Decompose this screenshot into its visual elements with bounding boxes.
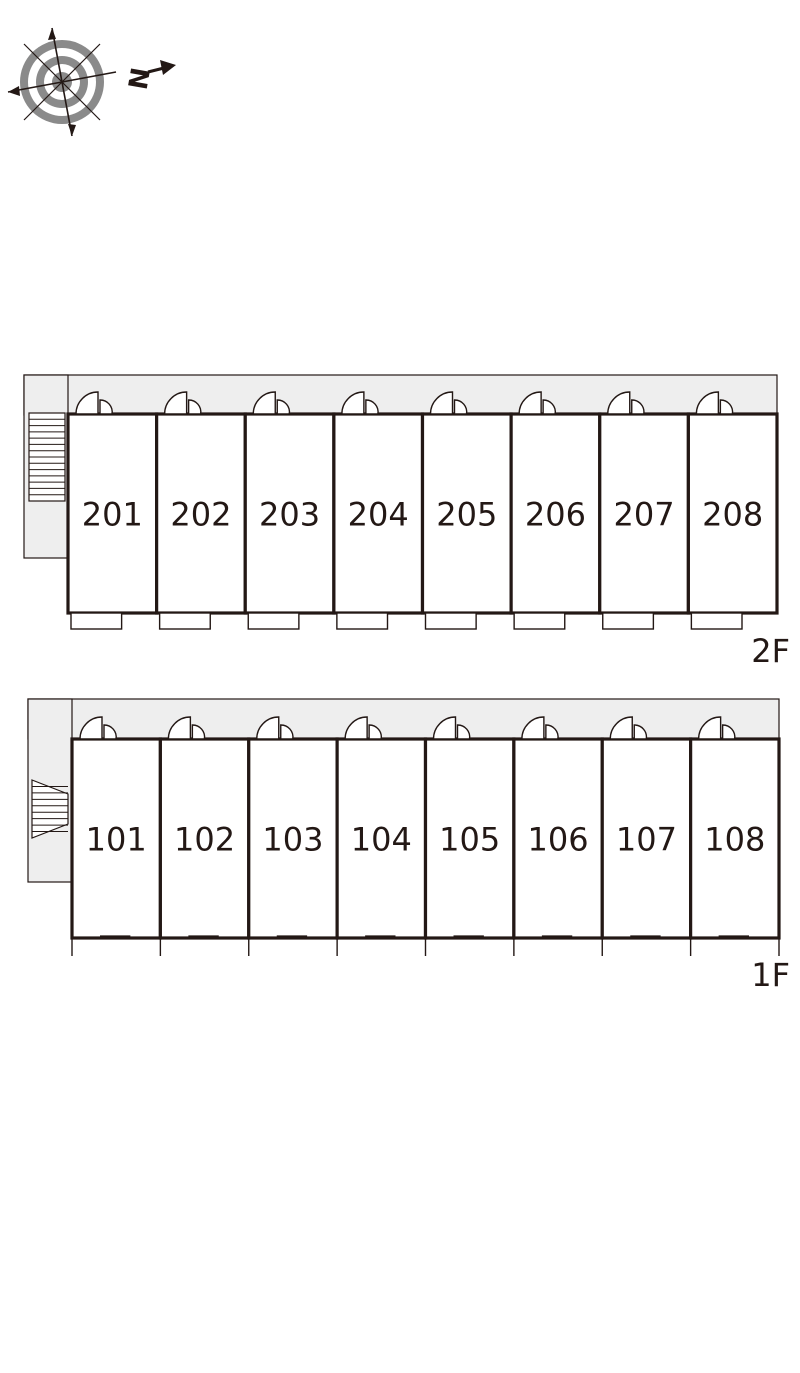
balcony (424, 612, 477, 630)
entrance-door-icon (432, 716, 471, 740)
unit-wall (689, 737, 781, 940)
unit-label: 207 (614, 496, 675, 534)
unit-203: 203 (243, 391, 336, 630)
entrance-door-icon (697, 716, 736, 740)
unit-202: 202 (155, 391, 247, 630)
entrance-door-icon (341, 391, 379, 415)
unit-block-2f: 201 202 203 204 205 206 207 208 (66, 391, 779, 630)
unit-label: 103 (262, 821, 323, 859)
corridor-2f (23, 374, 778, 416)
staircase-1f (31, 779, 69, 839)
entrance-door-icon (167, 716, 206, 740)
compass-rose-icon: N (7, 27, 176, 137)
staircase-2f (28, 412, 66, 502)
unit-wall (335, 737, 428, 940)
entrance-door-icon (252, 391, 291, 415)
entrance-door-icon (607, 391, 645, 415)
unit-label: 208 (702, 496, 763, 534)
entrance-door-icon (695, 391, 734, 415)
balcony (513, 612, 566, 630)
unit-205: 205 (420, 391, 513, 630)
unit-107: 107 (600, 716, 693, 956)
entrance-door-icon (521, 716, 559, 740)
unit-103: 103 (247, 716, 339, 956)
balcony (70, 612, 123, 630)
balcony (602, 612, 655, 630)
corridor-1f (27, 698, 780, 740)
unit-label: 101 (86, 821, 147, 859)
unit-label: 206 (525, 496, 586, 534)
unit-label: 107 (616, 821, 677, 859)
unit-206: 206 (509, 391, 602, 630)
floor-label-2f: 2F (751, 632, 790, 670)
unit-label: 108 (704, 821, 765, 859)
floor-1f: 101 102 103 104 105 106 107 108 1F (27, 698, 790, 994)
entrance-door-icon (344, 716, 382, 740)
unit-wall (686, 412, 779, 615)
unit-label: 203 (259, 496, 320, 534)
unit-label: 201 (82, 496, 143, 534)
balcony (336, 612, 389, 630)
unit-label: 104 (351, 821, 412, 859)
unit-wall (247, 737, 339, 940)
unit-102: 102 (158, 716, 251, 956)
unit-label: 202 (170, 496, 231, 534)
unit-wall (598, 412, 690, 615)
unit-208: 208 (686, 391, 779, 630)
unit-207: 207 (598, 391, 690, 630)
unit-106: 106 (512, 716, 604, 956)
entrance-door-icon (256, 716, 294, 740)
floor-label-1f: 1F (751, 956, 790, 994)
unit-wall (423, 737, 516, 940)
entrance-door-icon (163, 391, 202, 415)
unit-wall (70, 737, 162, 940)
unit-104: 104 (335, 716, 428, 956)
entrance-door-icon (79, 716, 117, 740)
balcony (247, 612, 300, 630)
balcony (690, 612, 743, 630)
unit-label: 105 (439, 821, 500, 859)
entrance-door-icon (75, 391, 113, 415)
balcony (158, 612, 211, 630)
unit-block-1f: 101 102 103 104 105 106 107 108 (70, 716, 781, 956)
unit-label: 106 (528, 821, 589, 859)
unit-108: 108 (689, 716, 781, 956)
entrance-door-icon (518, 391, 556, 415)
unit-label: 205 (436, 496, 497, 534)
entrance-door-icon (609, 716, 648, 740)
unit-101: 101 (70, 716, 162, 956)
unit-label: 204 (348, 496, 409, 534)
unit-wall (243, 412, 336, 615)
unit-wall (66, 412, 159, 615)
unit-204: 204 (332, 391, 425, 630)
unit-105: 105 (423, 716, 516, 956)
entrance-door-icon (429, 391, 468, 415)
floor-2f: 201 202 203 204 205 206 207 208 2F (23, 374, 790, 670)
unit-label: 102 (174, 821, 235, 859)
unit-201: 201 (66, 391, 159, 630)
unit-wall (512, 737, 604, 940)
